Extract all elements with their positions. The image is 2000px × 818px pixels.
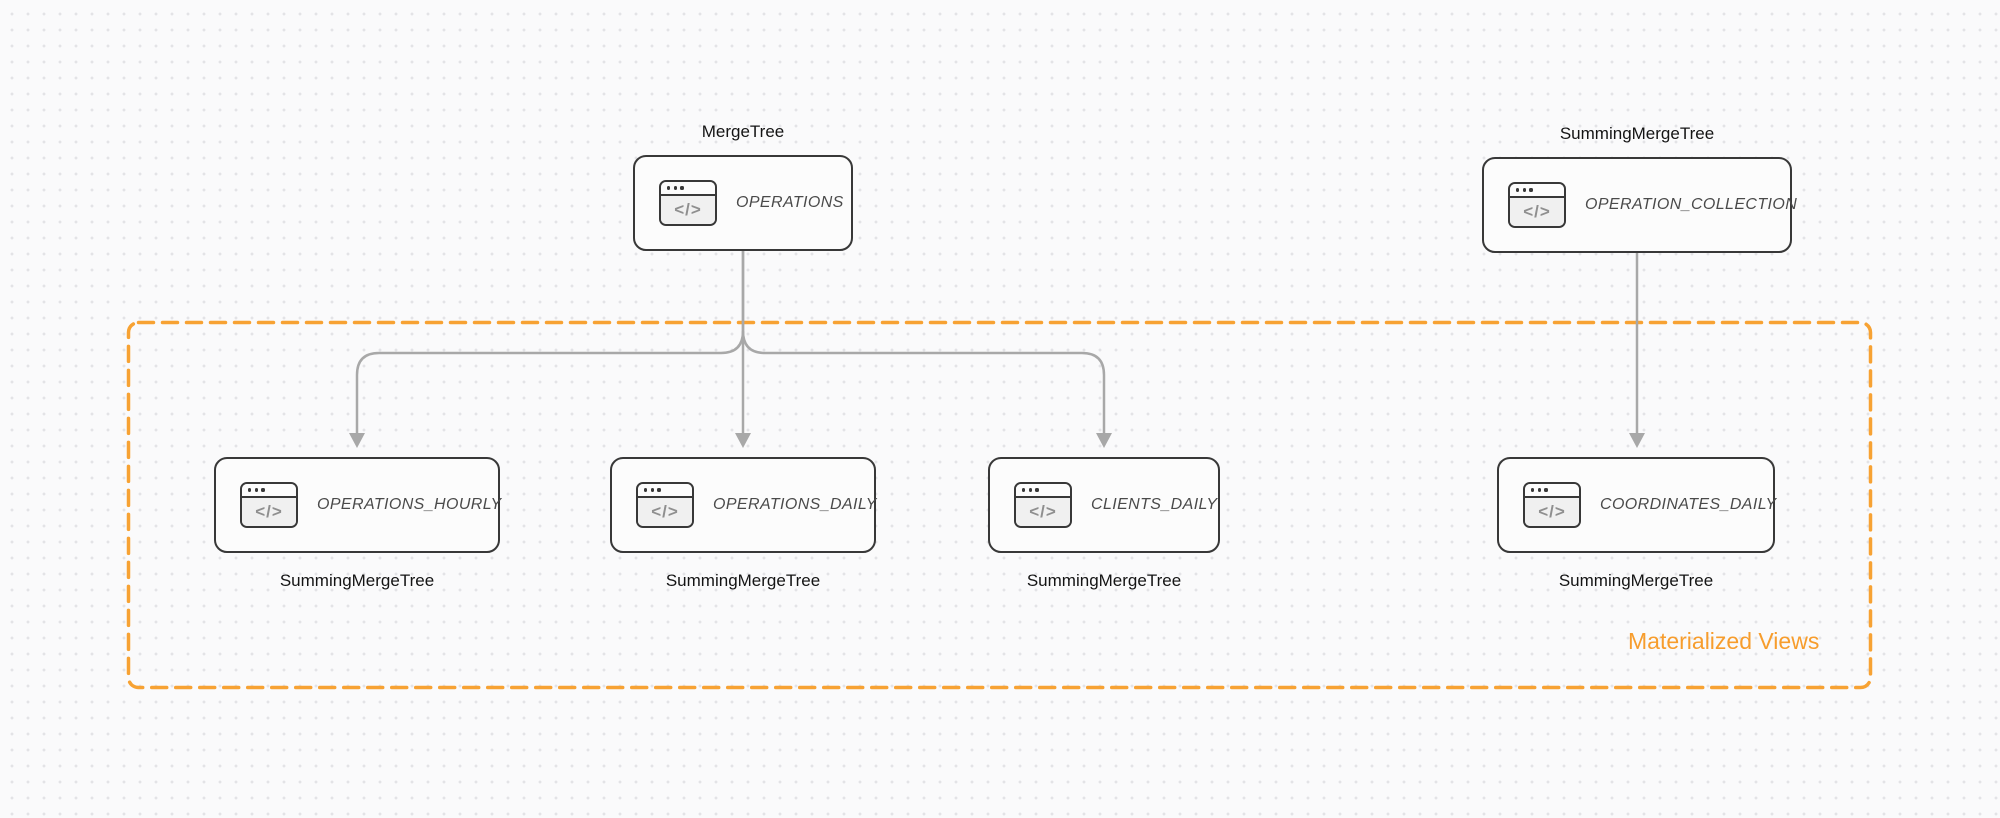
node-box-coordinates-daily[interactable]: </> COORDINATES_DAILY	[1497, 457, 1777, 553]
window-titlebar	[1525, 484, 1579, 498]
window-titlebar	[242, 484, 296, 498]
node-operations-daily[interactable]: </> OPERATIONS_DAILY SummingMergeTree	[610, 457, 876, 590]
edge-operations-to-clients-daily	[741, 330, 1106, 434]
node-coordinates-daily[interactable]: </> COORDINATES_DAILY SummingMergeTree	[1497, 457, 1777, 590]
table-name-operation-collection: OPERATION_COLLECTION	[1585, 196, 1798, 213]
code-glyph: </>	[1510, 198, 1564, 226]
code-glyph: </>	[242, 498, 296, 526]
node-box-clients-daily[interactable]: </> CLIENTS_DAILY	[988, 457, 1220, 553]
code-window-icon: </>	[1014, 482, 1072, 528]
arrowhead-coordinates-daily	[1629, 433, 1645, 448]
code-window-icon: </>	[1523, 482, 1581, 528]
table-name-operations-daily: OPERATIONS_DAILY	[713, 496, 877, 513]
table-name-coordinates-daily: COORDINATES_DAILY	[1600, 496, 1777, 513]
arrowhead-operations-hourly	[349, 433, 365, 448]
node-operations-hourly[interactable]: </> OPERATIONS_HOURLY SummingMergeTree	[214, 457, 502, 590]
window-titlebar	[1510, 184, 1564, 198]
table-name-operations-hourly: OPERATIONS_HOURLY	[317, 496, 502, 513]
code-glyph: </>	[638, 498, 692, 526]
engine-label-operation-collection: SummingMergeTree	[1559, 124, 1715, 143]
edge-operations-to-operations-hourly	[355, 251, 745, 434]
code-window-icon: </>	[1508, 182, 1566, 228]
node-box-operation-collection[interactable]: </> OPERATION_COLLECTION	[1482, 157, 1797, 253]
node-box-operations-daily[interactable]: </> OPERATIONS_DAILY	[610, 457, 876, 553]
code-window-icon: </>	[240, 482, 298, 528]
code-window-icon: </>	[659, 180, 717, 226]
node-operation-collection[interactable]: SummingMergeTree </> OPERATION_COLLECTIO…	[1482, 124, 1797, 253]
engine-label-clients-daily: SummingMergeTree	[1026, 571, 1182, 590]
code-glyph: </>	[1525, 498, 1579, 526]
table-name-operations: OPERATIONS	[736, 194, 844, 211]
node-box-operations-hourly[interactable]: </> OPERATIONS_HOURLY	[214, 457, 502, 553]
window-titlebar	[1016, 484, 1070, 498]
engine-label-operations-hourly: SummingMergeTree	[279, 571, 435, 590]
engine-label-operations-daily: SummingMergeTree	[665, 571, 821, 590]
arrowhead-operations-daily	[735, 433, 751, 448]
node-operations[interactable]: MergeTree </> OPERATIONS	[633, 122, 853, 251]
materialized-views-label: Materialized Views	[1628, 628, 1820, 654]
engine-label-coordinates-daily: SummingMergeTree	[1558, 571, 1714, 590]
window-titlebar	[661, 182, 715, 196]
code-glyph: </>	[1016, 498, 1070, 526]
node-clients-daily[interactable]: </> CLIENTS_DAILY SummingMergeTree	[988, 457, 1220, 590]
node-box-operations[interactable]: </> OPERATIONS	[633, 155, 853, 251]
engine-label-operations: MergeTree	[701, 122, 785, 141]
arrowhead-clients-daily	[1096, 433, 1112, 448]
code-glyph: </>	[661, 196, 715, 224]
table-name-clients-daily: CLIENTS_DAILY	[1091, 496, 1218, 513]
window-titlebar	[638, 484, 692, 498]
code-window-icon: </>	[636, 482, 694, 528]
